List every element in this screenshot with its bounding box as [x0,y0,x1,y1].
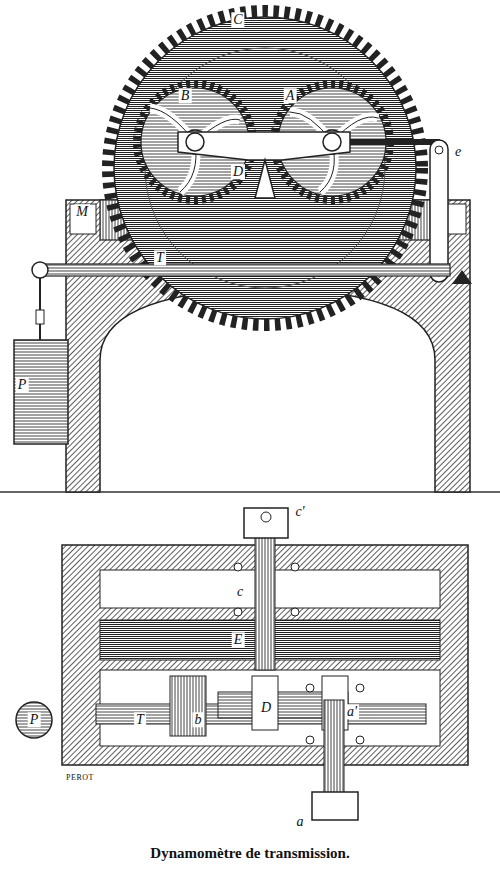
part-letter: E [232,632,245,647]
part-letter: C [231,12,244,27]
hook [36,310,44,324]
engraver-signature: PEROT [64,774,96,783]
knife-edge-pivot [255,160,275,198]
part-letter: A [284,88,297,103]
link-pin [435,146,443,154]
part-letter: P [16,377,29,392]
part-letter: c' [293,504,306,519]
part-letter: D [231,164,245,179]
part-letter: c [235,584,245,599]
part-letter: T [154,250,166,265]
fulcrum [452,270,472,284]
part-letter: e [453,144,463,159]
part-letter: T [134,712,146,727]
caption: Dynamomètre de transmission. [0,845,500,862]
weight [14,340,68,444]
plan-view [16,508,468,820]
rod [40,264,450,276]
lever-arm [350,139,440,145]
gear-axle [186,133,204,151]
rod-pivot [32,262,48,278]
part-letter: D [259,700,273,715]
part-letter: b [193,712,204,727]
part-letter: a' [345,704,359,719]
part-letter: B [179,88,192,103]
large-gear [108,11,422,325]
link [430,140,448,282]
part-letter: M [74,204,90,219]
bearing-block [70,204,96,234]
part-letter: P [28,712,41,727]
lever [178,132,350,160]
gear-axle [323,133,341,151]
hanger [39,278,41,340]
part-letter: a [295,814,306,829]
